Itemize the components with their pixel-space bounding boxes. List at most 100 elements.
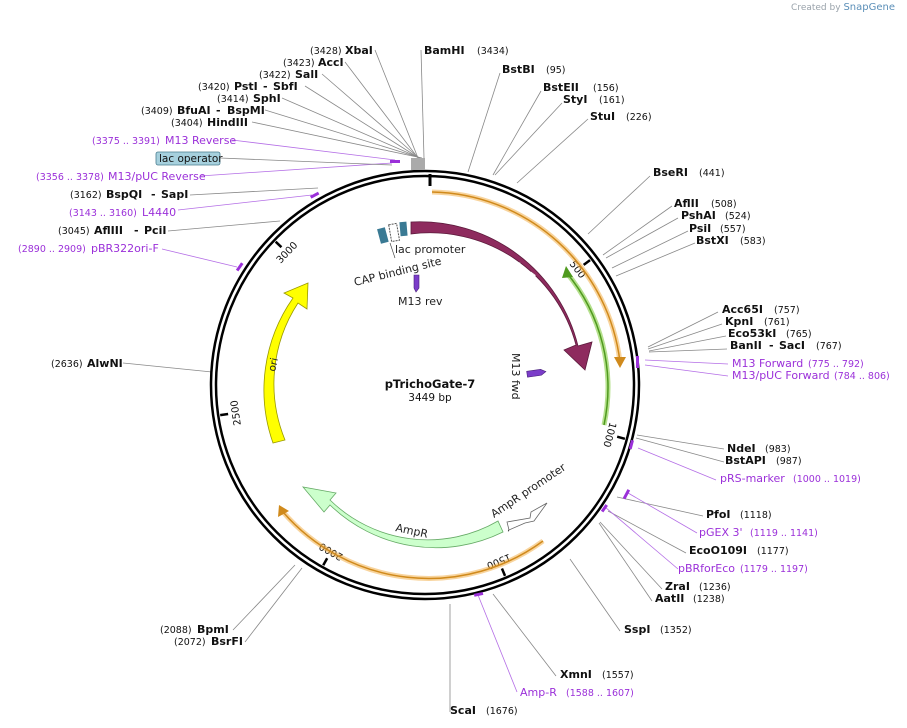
created-by-text: Created by <box>791 3 841 13</box>
site-cluster-bar <box>411 158 425 170</box>
enzyme-pos: (761) <box>764 317 790 328</box>
primer-name: pGEX 3' <box>699 526 743 539</box>
primer-range: (2890 .. 2909) <box>18 244 86 255</box>
m13-fwd-label: M13 fwd <box>509 353 522 400</box>
backbone <box>209 169 641 601</box>
enzyme-pos: (1177) <box>757 546 789 557</box>
enzyme-name: BpmI <box>197 623 229 636</box>
primer-range: (1179 .. 1197) <box>740 564 808 575</box>
enzyme-name: PstI <box>234 80 258 93</box>
enzyme-name: BamHI <box>424 44 465 57</box>
enzyme-separator: - <box>263 80 268 93</box>
enzyme-separator: - <box>134 224 139 237</box>
enzyme-pos: (3045) <box>58 226 90 237</box>
primer-name: M13/pUC Forward <box>732 369 830 382</box>
tick-line <box>274 240 283 249</box>
enzyme-pos: (2072) <box>174 637 206 648</box>
enzyme-name: AlwNI <box>87 357 123 370</box>
enzyme-name: BanII <box>730 339 762 352</box>
plasmid-size: 3449 bp <box>408 392 452 404</box>
primer-name: pRS-marker <box>720 472 785 485</box>
primer-name: M13 Forward <box>732 357 803 370</box>
enzyme-name: BstAPI <box>725 454 766 467</box>
enzyme-name: BseRI <box>653 166 688 179</box>
enzyme-pos: (3423) <box>283 58 315 69</box>
enzyme-name: HindIII <box>207 116 248 129</box>
ampr-promoter-arrow <box>506 502 548 531</box>
enzyme-name-2: SbfI <box>273 80 298 93</box>
enzyme-pos: (3162) <box>70 190 102 201</box>
enzyme-pos: (161) <box>599 95 625 106</box>
enzyme-pos: (156) <box>593 83 619 94</box>
enzyme-pos: (2636) <box>51 359 83 370</box>
enzyme-name-2: SacI <box>779 339 805 352</box>
enzyme-pos: (3404) <box>171 118 203 129</box>
enzyme-pos: (1236) <box>699 582 731 593</box>
primer-range: (1119 .. 1141) <box>750 528 818 539</box>
enzyme-pos: (524) <box>725 211 751 222</box>
enzyme-pos: (3422) <box>259 70 291 81</box>
cap-site-label: CAP binding site <box>353 255 443 289</box>
enzyme-pos: (1557) <box>602 670 634 681</box>
enzyme-name: BsrFI <box>211 635 243 648</box>
tick-line <box>220 412 229 417</box>
lac-operator-box <box>399 221 408 237</box>
primer-range: (1000 .. 1019) <box>793 474 861 485</box>
enzyme-pos: (3414) <box>217 94 249 105</box>
primer-name: M13 Reverse <box>165 134 236 147</box>
enzyme-pos: (765) <box>786 329 812 340</box>
tick-line <box>500 568 507 577</box>
tick-line <box>616 435 626 441</box>
tick-line <box>322 557 329 566</box>
enzyme-separator: - <box>769 339 774 352</box>
primer-range: (1588 .. 1607) <box>566 688 634 699</box>
enzyme-pos: (987) <box>776 456 802 467</box>
enzyme-pos: (1676) <box>486 706 518 717</box>
enzyme-name: BspQI <box>106 188 142 201</box>
enzyme-name: AatII <box>655 592 684 605</box>
primer-name: pBR322ori-F <box>91 242 159 255</box>
primer-range: (3375 .. 3391) <box>92 136 160 147</box>
enzyme-name: BstEII <box>543 81 579 94</box>
m13-fwd-arrow <box>526 369 547 378</box>
enzyme-name: AflIII <box>94 224 123 237</box>
enzyme-pos: (2088) <box>160 625 192 636</box>
primer-name: Amp-R <box>520 686 557 699</box>
enzyme-separator: - <box>151 188 156 201</box>
enzyme-name: SphI <box>253 92 281 105</box>
enzyme-name: PshAI <box>681 209 716 222</box>
enzyme-pos: (95) <box>546 65 566 76</box>
enzyme-name: AccI <box>318 56 344 69</box>
lac-promoter-label: lac promoter <box>395 243 466 256</box>
primer-leader-lines <box>161 139 729 693</box>
enzyme-pos: (1238) <box>693 594 725 605</box>
enzyme-name: XmnI <box>560 668 592 681</box>
enzyme-pos: (583) <box>740 236 766 247</box>
orf-arrow-bottom <box>278 505 289 517</box>
enzyme-name: AflII <box>674 197 699 210</box>
enzyme-pos: (3434) <box>477 46 509 57</box>
enzyme-name: Eco53kI <box>728 327 776 340</box>
enzyme-separator: - <box>216 104 221 117</box>
enzyme-leader-lines <box>122 49 728 712</box>
enzyme-pos: (1118) <box>740 510 772 521</box>
enzyme-name: SalI <box>295 68 318 81</box>
tick-line <box>582 259 591 266</box>
m13-rev-arrow <box>413 274 420 293</box>
enzyme-pos: (226) <box>626 112 652 123</box>
enzyme-pos: (1352) <box>660 625 692 636</box>
m13-rev-label: M13 rev <box>398 295 443 308</box>
enzyme-pos: (767) <box>816 341 842 352</box>
enzyme-name: StuI <box>590 110 615 123</box>
enzyme-pos: (557) <box>720 224 746 235</box>
enzyme-name: BfuAI <box>177 104 211 117</box>
primer-labels: (3375 .. 3391) M13 Reverse (3356 .. 3378… <box>18 134 890 699</box>
ampr-promoter-label: AmpR promoter <box>488 461 568 521</box>
ori-label: ori <box>266 357 281 373</box>
ori-feature <box>263 282 309 444</box>
enzyme-name: ZraI <box>665 580 690 593</box>
primer-marks <box>235 160 639 597</box>
enzyme-pos: (508) <box>711 199 737 210</box>
enzyme-name: PsiI <box>689 222 711 235</box>
